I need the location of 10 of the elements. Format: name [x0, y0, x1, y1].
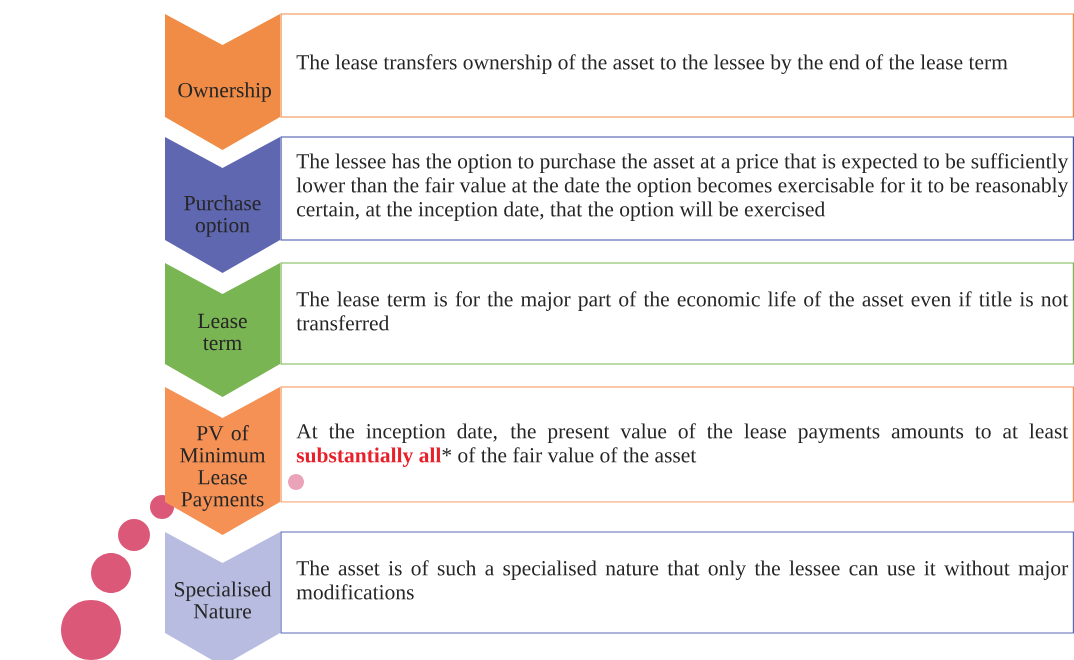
step-banner: Lease term	[165, 263, 280, 397]
step-banner: Specialised Nature	[165, 532, 280, 660]
step-banner: Ownership	[165, 14, 280, 150]
text-box: At the inception date, the present value of the lease payments amounts to at least substantially all* of the fair value of the asset	[280, 386, 1074, 503]
text-box: The asset is of such a specialised nature that only the lessee can use it without major modifications	[280, 531, 1074, 634]
step-banner: Purchase option	[165, 137, 280, 273]
text-box: The lease term is for the major part of the economic life of the asset even if title is not transferred	[280, 262, 1074, 365]
step-banner: PV of Minimum Lease Payments	[165, 387, 280, 535]
text-box: The lease transfers ownership of the asset to the lessee by the end of the lease term	[280, 13, 1074, 118]
text-box: The lessee has the option to purchase the asset at a price that is expected to be sufficiently lower than the fair value at the date the option becomes exercisable for it to be reasonably certain, at the inception date, that the option will be exercised	[280, 136, 1074, 241]
